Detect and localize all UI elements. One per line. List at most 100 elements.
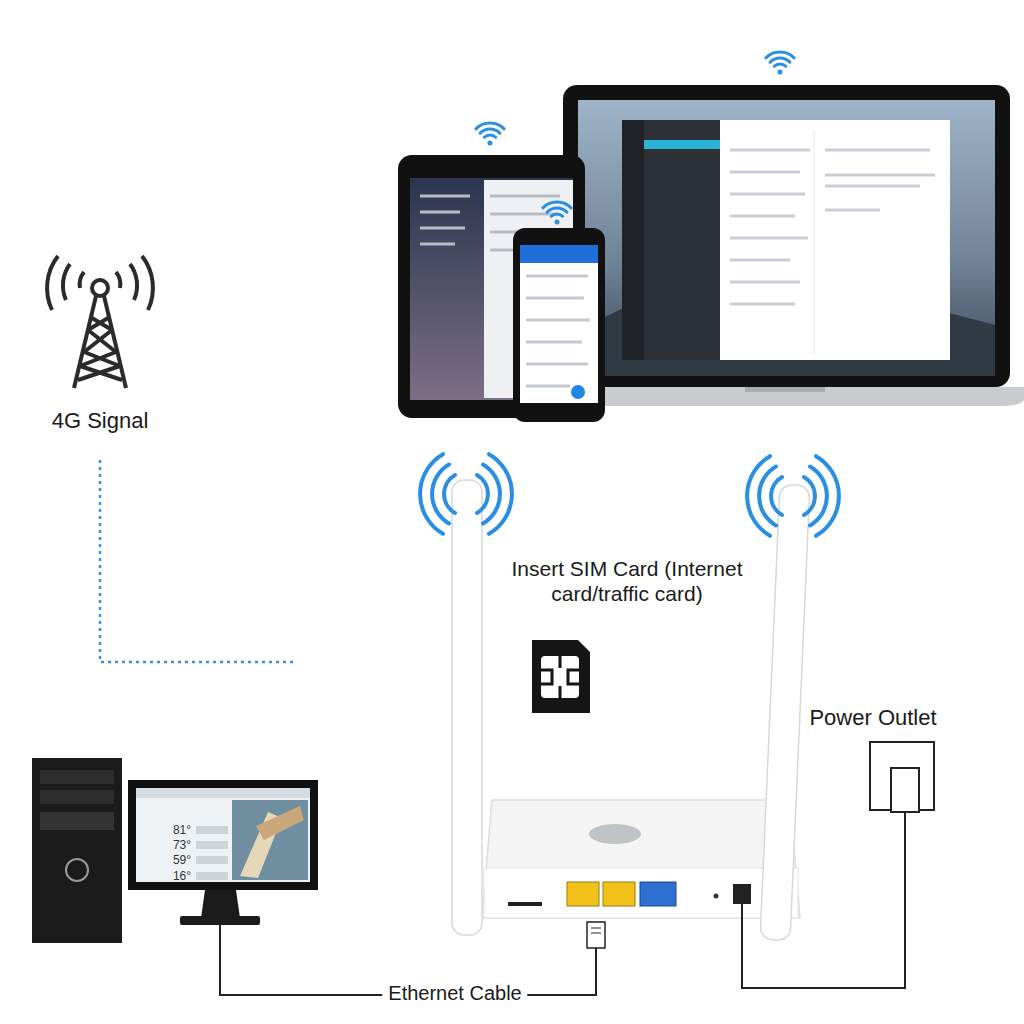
laptop-part (644, 120, 720, 360)
laptop-part-part (730, 149, 810, 152)
phone-part (520, 245, 598, 403)
antenna-part (760, 485, 810, 941)
router-part (484, 868, 798, 918)
router-part (714, 894, 719, 899)
laptop (540, 85, 1024, 406)
laptop-part-part (730, 215, 795, 218)
laptop-part (563, 85, 1010, 387)
desktop-pc-part-part (196, 856, 228, 864)
laptop-part (730, 150, 935, 304)
phone-part-part (526, 385, 570, 388)
router-part (508, 902, 542, 906)
laptop-part-part (730, 303, 795, 306)
cable-label: Ethernet Cable (382, 981, 527, 1005)
power-outlet-part (891, 768, 919, 812)
ethernet-plug-part (587, 922, 605, 948)
phone-part (513, 228, 605, 422)
desktop-pc-part (40, 770, 114, 784)
laptop-part (622, 120, 950, 360)
cell-tower-part (92, 280, 108, 296)
signal-label: 4G Signal (52, 408, 149, 434)
phone-part (571, 385, 585, 399)
laptop-part-part (825, 174, 935, 177)
wifi-icon (543, 202, 571, 224)
cell-tower-part (47, 256, 153, 310)
phone-part-part (526, 319, 590, 322)
laptop-part (814, 130, 815, 355)
cell-tower-part (63, 264, 137, 300)
antenna-part (452, 480, 482, 935)
laptop-part (540, 387, 1024, 406)
cell-tower (47, 256, 153, 388)
cell-tower-part (78, 318, 122, 380)
temperature-reading: 16° (173, 869, 191, 883)
cell-tower-part (80, 272, 121, 288)
router (482, 800, 800, 918)
antenna (452, 480, 810, 940)
phone-part-part (526, 341, 582, 344)
laptop-part (745, 387, 825, 392)
desktop-pc-part (40, 790, 114, 804)
sim-card-part (541, 656, 579, 698)
tablet-part-part (420, 211, 460, 214)
desktop-pc-part (180, 916, 260, 925)
desktop-pc-part (196, 826, 228, 880)
power-outlet (870, 742, 934, 812)
tablet-part-part (490, 213, 555, 216)
laptop-part-part (730, 281, 800, 284)
phone-part-part (526, 275, 588, 278)
power-cable (742, 810, 905, 988)
router-part (603, 882, 635, 906)
outlet-label: Power Outlet (809, 705, 936, 731)
router-part (589, 824, 641, 844)
desktop-pc (32, 758, 318, 943)
desktop-pc-part (201, 890, 240, 918)
laptop-part-part (730, 171, 800, 174)
phone-part (526, 276, 590, 386)
desktop-pc-part (66, 859, 88, 881)
sim-card-part (541, 656, 579, 698)
ethernet-plug-part (591, 928, 601, 929)
desktop-pc-part (128, 780, 318, 890)
laptop-part (622, 120, 644, 360)
router-part (733, 884, 751, 904)
ethernet-plug (587, 922, 605, 948)
desktop-pc-part-part (196, 826, 228, 834)
tablet-part-part (420, 195, 470, 198)
desktop-pc-part (40, 812, 114, 830)
antenna-signal (420, 454, 512, 534)
desktop-pc-part (232, 800, 308, 880)
ethernet-plug-part (591, 933, 601, 934)
tablet-part-part (420, 243, 455, 246)
laptop-part-part (730, 193, 805, 196)
desktop-pc-part (256, 806, 304, 840)
antenna-signal (747, 456, 839, 536)
desktop-pc-part (136, 788, 310, 798)
temperature-reading: 59° (173, 853, 191, 867)
laptop-part-part (825, 149, 930, 152)
desktop-pc-part-part (196, 872, 228, 880)
sim-label: Insert SIM Card (Internet card/traffic c… (486, 556, 768, 606)
laptop-part-part (730, 237, 808, 240)
tablet-part-part (420, 227, 465, 230)
laptop-part (578, 100, 995, 376)
tablet-part-part (490, 195, 560, 198)
phone (513, 228, 605, 422)
temperature-reading: 81° (173, 823, 191, 837)
router-part (482, 800, 800, 918)
cell-tower-part (74, 296, 126, 388)
laptop-part-part (730, 259, 790, 262)
temperature-reading: 73° (173, 838, 191, 852)
sim-card (532, 640, 590, 713)
wifi-icon (476, 123, 504, 145)
desktop-pc-part (32, 758, 122, 943)
laptop-part-part (825, 185, 920, 188)
desktop-pc-part (136, 788, 310, 882)
laptop-part (644, 140, 720, 149)
sim-card-part (532, 640, 590, 713)
phone-part-part (526, 297, 584, 300)
router-part (567, 882, 599, 906)
